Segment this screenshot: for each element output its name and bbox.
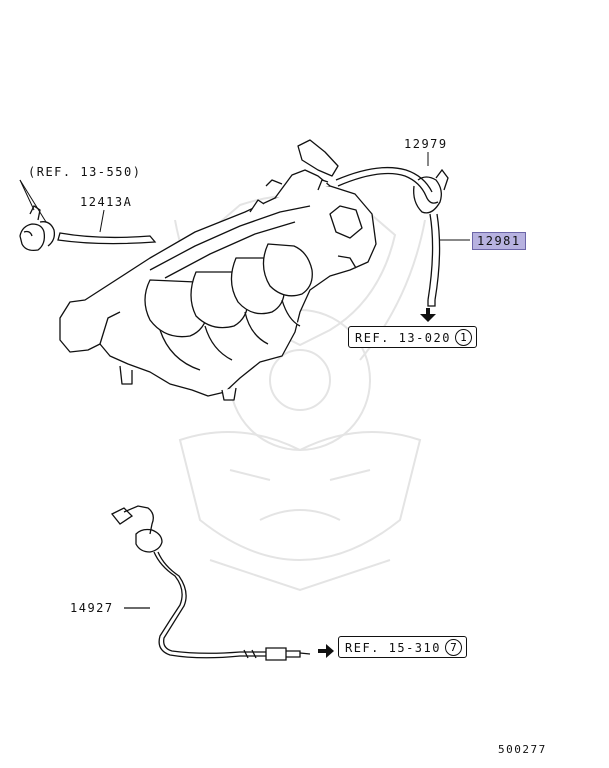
ref-15-310-box[interactable]: REF. 15-310 7 (338, 636, 467, 658)
ref-15-310-index: 7 (444, 639, 462, 656)
diagram-id: 500277 (498, 743, 547, 756)
ref-15-310-text: REF. 15-310 (345, 640, 441, 655)
part-number-12981[interactable]: 12981 (472, 232, 526, 250)
part-number-14927[interactable]: 14927 (70, 601, 114, 615)
watermark-emblem (174, 194, 426, 592)
sensor-14927-drawing (110, 505, 311, 661)
part-number-12979[interactable]: 12979 (404, 137, 448, 151)
ref-13-020-box[interactable]: REF. 13-020 1 (348, 326, 477, 348)
intake-manifold-drawing (59, 139, 377, 401)
hose-12981-drawing (427, 213, 441, 307)
part-number-12413A[interactable]: 12413A (80, 195, 133, 209)
ref-13-550-label[interactable]: (REF. 13-550) (28, 165, 142, 179)
ref-13-020-index: 1 (454, 329, 472, 346)
leader-lines (19, 152, 470, 241)
ref-13-020-text: REF. 13-020 (355, 330, 451, 345)
right-arrow-icon (318, 644, 334, 658)
down-arrow-icon (420, 308, 436, 322)
hose-12979-drawing (335, 166, 449, 214)
